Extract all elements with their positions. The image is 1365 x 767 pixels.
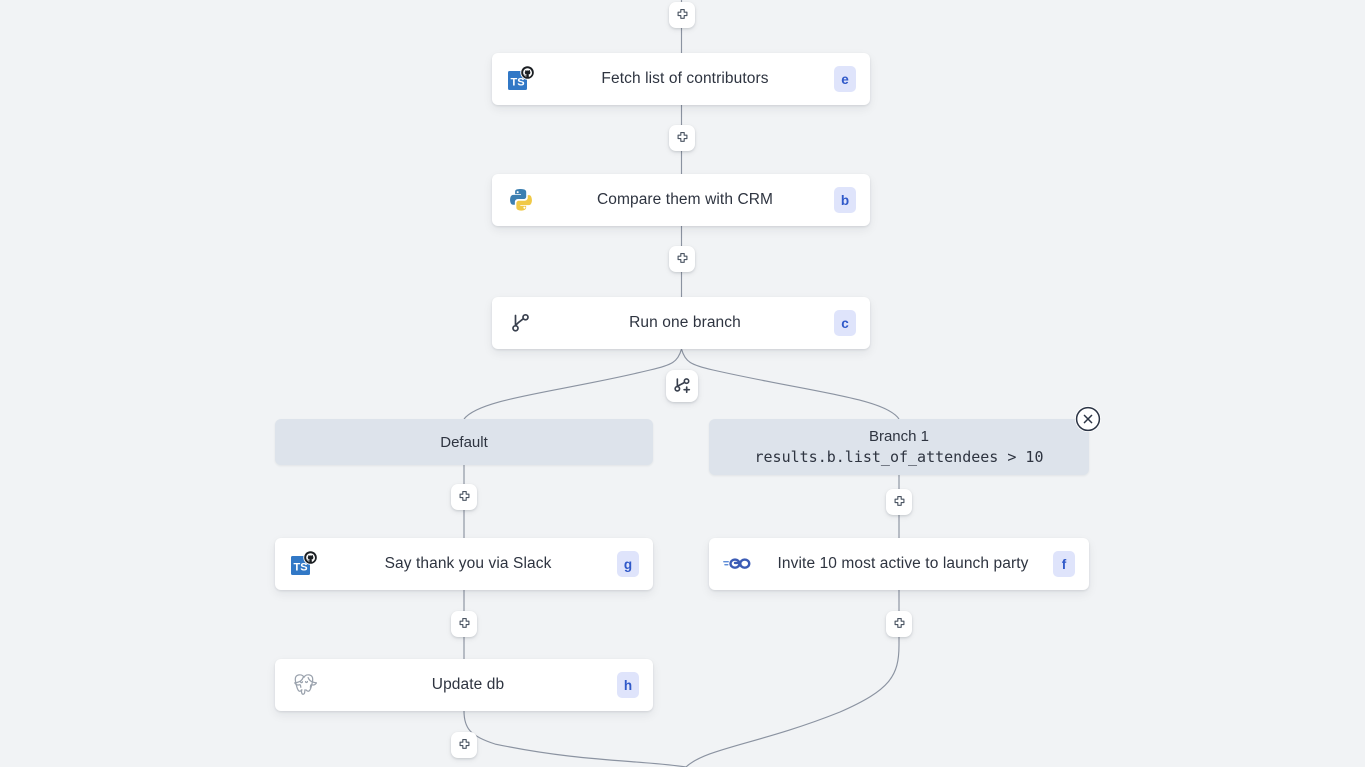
node-badge[interactable]: g (617, 551, 639, 577)
branch-label-default[interactable]: Default (275, 419, 653, 465)
edge-invite-merge (685, 590, 900, 767)
plus-icon (677, 131, 687, 142)
plus-icon (894, 495, 904, 506)
node-title: Fetch list of contributors (601, 70, 769, 87)
node-say-thank-you-via-slack[interactable]: TS Say thank you via Slack g (275, 538, 653, 590)
add-step-button-top[interactable] (669, 2, 695, 28)
typescript-github-icon: TS (289, 549, 319, 579)
python-icon (506, 185, 536, 215)
node-invite-10-most-active-to-launch-party[interactable]: Invite 10 most active to launch party f (709, 538, 1089, 590)
close-circle-icon (1075, 406, 1101, 432)
svg-text:TS: TS (293, 562, 307, 574)
node-fetch-list-of-contributors[interactable]: TS Fetch list of contributors e (492, 53, 870, 105)
node-title: Run one branch (629, 314, 741, 331)
add-step-button-invite-merge[interactable] (886, 611, 912, 637)
node-run-one-branch[interactable]: Run one branch c (492, 297, 870, 349)
node-update-db[interactable]: Update db h (275, 659, 653, 711)
add-step-button-fetch-compare[interactable] (669, 125, 695, 151)
node-badge[interactable]: f (1053, 551, 1075, 577)
node-badge[interactable]: h (617, 672, 639, 698)
plus-icon (677, 8, 687, 19)
add-step-button-slack-updatedb[interactable] (451, 611, 477, 637)
node-badge[interactable]: b (834, 187, 856, 213)
branch-label-name: Default (440, 433, 488, 451)
node-title: Update db (431, 676, 505, 693)
close-branch-button[interactable] (1075, 406, 1101, 432)
node-badge[interactable]: c (834, 310, 856, 336)
go-icon (723, 549, 753, 579)
add-step-button-updatedb-merge[interactable] (451, 732, 477, 758)
typescript-github-icon: TS (506, 64, 536, 94)
node-badge[interactable]: e (834, 66, 856, 92)
plus-icon (459, 490, 469, 501)
branch-label-branch1[interactable]: Branch 1 results.b.list_of_attendees > 1… (709, 419, 1089, 475)
postgresql-icon (289, 670, 319, 700)
add-step-button-branch1-invite[interactable] (886, 489, 912, 515)
add-branch-button[interactable] (666, 370, 698, 402)
plus-icon (459, 617, 469, 628)
add-step-button-default-slack[interactable] (451, 484, 477, 510)
branch-plus-icon (673, 377, 690, 393)
edge-branch-default (463, 348, 683, 420)
add-step-button-compare-branch[interactable] (669, 246, 695, 272)
git-branch-icon (506, 308, 536, 338)
edge-updatedb-merge (463, 710, 687, 767)
node-title: Say thank you via Slack (384, 555, 552, 572)
plus-icon (677, 252, 687, 263)
edge-branch-branch1 (680, 348, 900, 420)
node-compare-them-with-crm[interactable]: Compare them with CRM b (492, 174, 870, 226)
node-title: Invite 10 most active to launch party (777, 555, 1029, 572)
plus-icon (459, 738, 469, 749)
branch-label-name: Branch 1 (868, 428, 930, 445)
branch-label-condition: results.b.list_of_attendees > 10 (754, 448, 1044, 466)
plus-icon (894, 617, 904, 628)
node-title: Compare them with CRM (596, 191, 774, 208)
svg-text:TS: TS (510, 77, 524, 89)
